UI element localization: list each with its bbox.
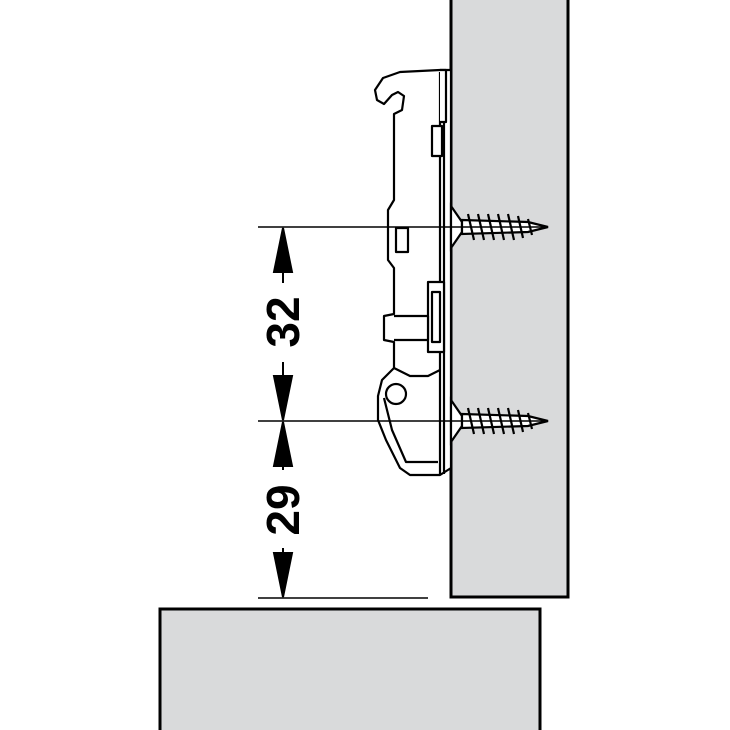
arrow-down-icon: [272, 552, 294, 598]
dimension-label-upper: 32: [257, 296, 309, 347]
upper-slot: [394, 226, 410, 254]
dimension-lines: [272, 227, 294, 598]
arrow-up-icon: [272, 227, 294, 273]
plate-hole: [384, 382, 408, 406]
arrow-up-icon: [272, 421, 294, 467]
side-panel: [449, 0, 570, 599]
bottom-panel: [158, 607, 542, 730]
mounting-plate: [373, 68, 453, 477]
arrow-down-icon: [272, 375, 294, 421]
dimension-label-lower: 29: [257, 484, 309, 535]
extension-lines: [258, 226, 548, 599]
